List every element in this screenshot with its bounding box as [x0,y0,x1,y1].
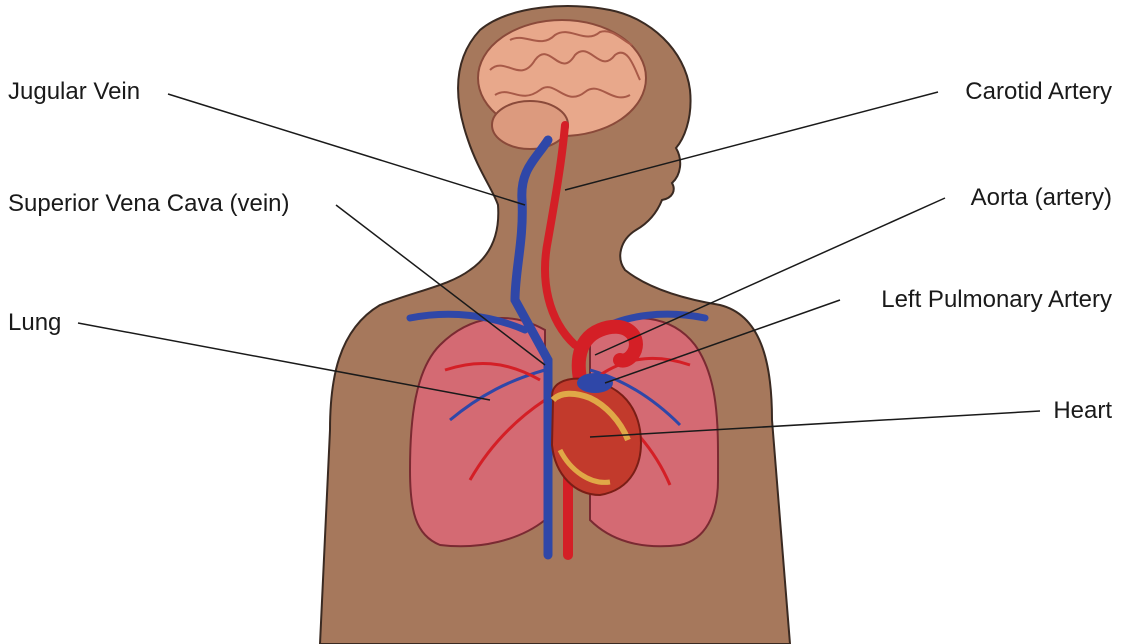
pulmonary-artery-blue [577,373,613,393]
label-aorta: Aorta (artery) [971,186,1112,210]
label-left-pulmonary-artery: Left Pulmonary Artery [881,288,1112,312]
label-lung: Lung [8,311,61,335]
label-jugular-vein: Jugular Vein [8,80,140,104]
label-carotid-artery: Carotid Artery [965,80,1112,104]
label-heart: Heart [1053,399,1112,423]
label-superior-vena-cava: Superior Vena Cava (vein) [8,192,289,216]
